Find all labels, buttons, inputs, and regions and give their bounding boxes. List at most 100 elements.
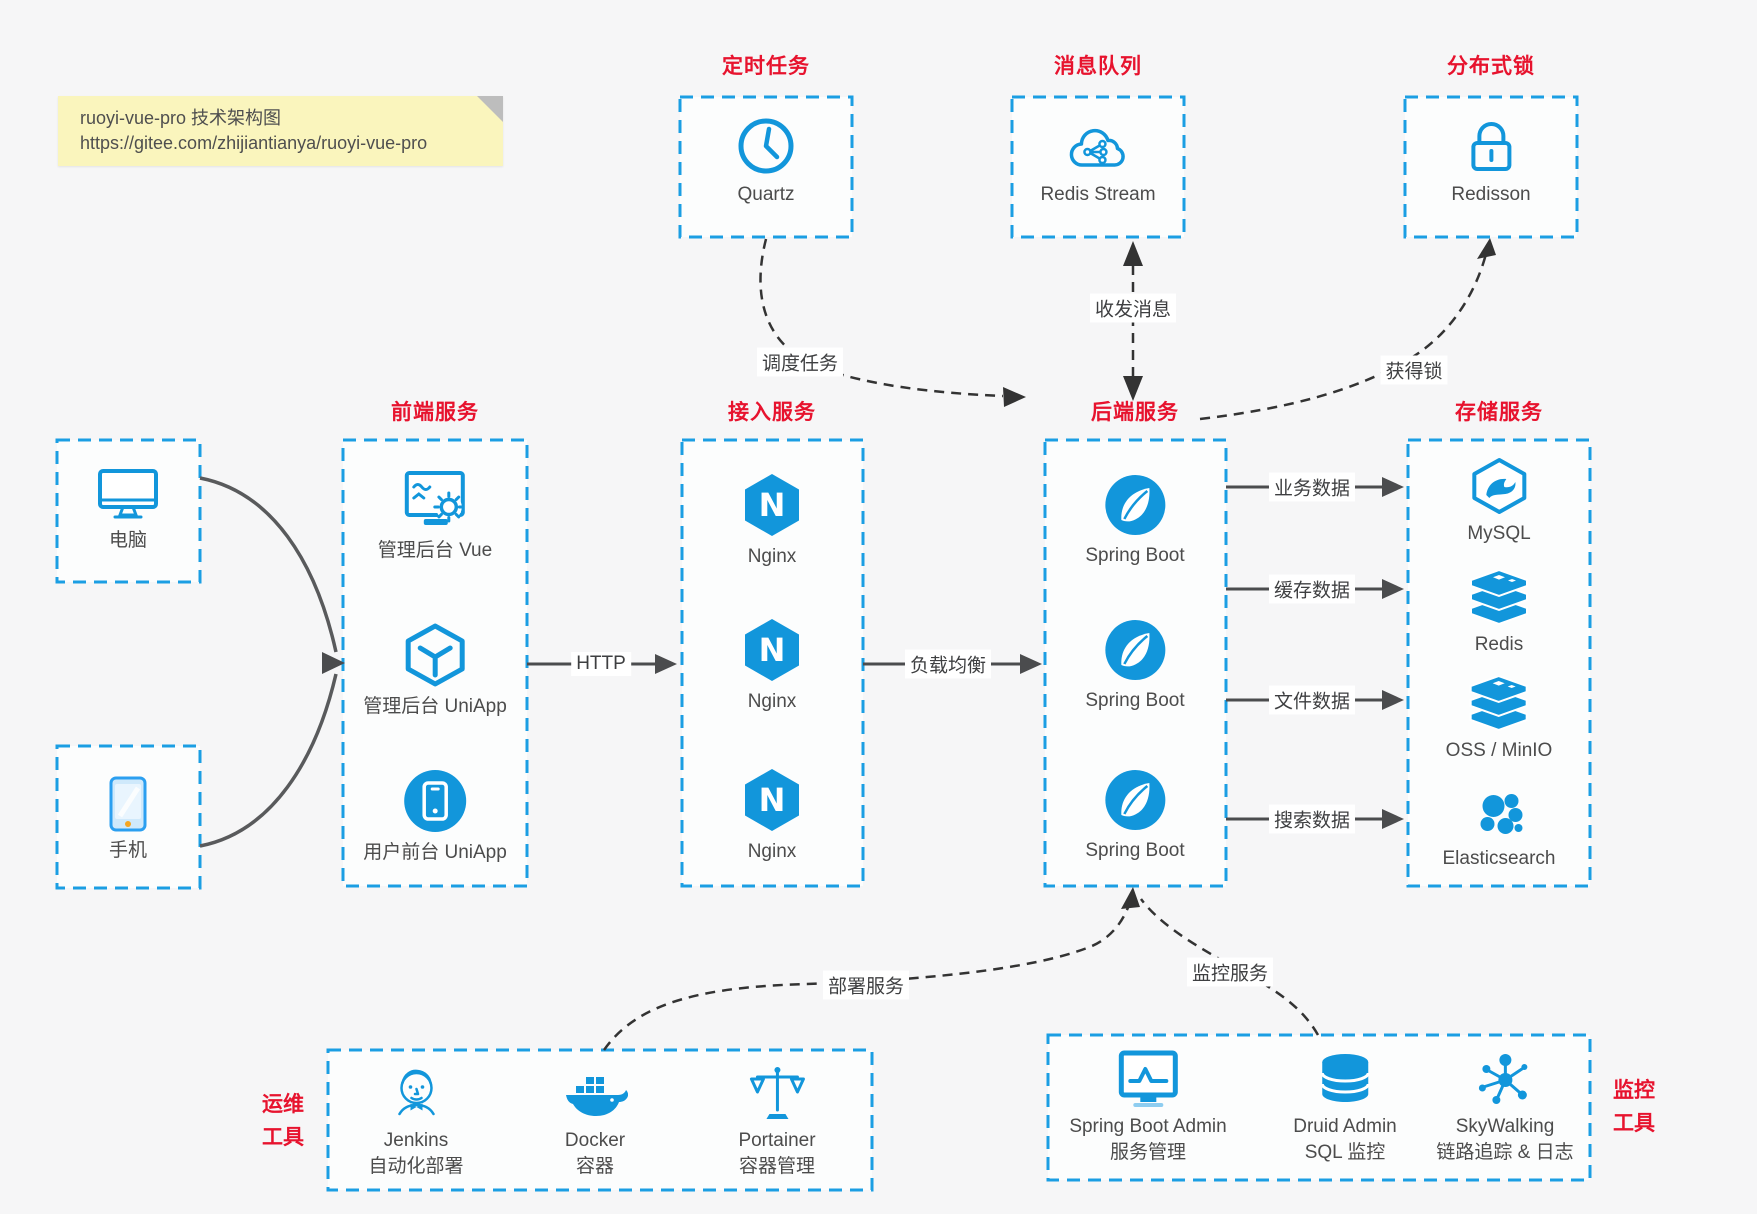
node-mysql: MySQL — [1467, 457, 1531, 547]
node-spring-boot-3: Spring Boot — [1085, 768, 1185, 864]
node-admin-vue: 管理后台 Vue — [378, 470, 492, 564]
title-storage-services: 存储服务 — [1455, 401, 1543, 424]
node-label: Redisson — [1451, 184, 1531, 205]
node-skywalking: SkyWalking 链路追踪 & 日志 — [1436, 1050, 1574, 1166]
edge-label-search-data: 搜索数据 — [1268, 804, 1356, 834]
monitor-tools-line2: 工具 — [1613, 1112, 1655, 1135]
cloud-share-icon — [1069, 128, 1125, 167]
lock-icon — [1471, 122, 1511, 171]
node-sublabel: 容器 — [575, 1156, 614, 1177]
node-label: Nginx — [747, 691, 797, 712]
ops-tools-line1: 运维 — [262, 1093, 304, 1116]
oss-icon — [1469, 676, 1528, 732]
node-label: Spring Boot Admin — [1069, 1116, 1227, 1137]
node-label: 用户前台 UniApp — [363, 842, 507, 863]
node-label: SkyWalking — [1455, 1116, 1555, 1137]
note-url: https://gitee.com/zhijiantianya/ruoyi-vu… — [80, 133, 428, 153]
node-label: Spring Boot — [1085, 840, 1185, 861]
druid-icon — [1320, 1054, 1370, 1102]
node-phone: 手机 — [108, 776, 148, 864]
edge-label-load-balance: 负载均衡 — [904, 649, 992, 679]
jenkins-icon — [397, 1069, 435, 1116]
spring-boot-icon — [1104, 770, 1165, 830]
node-label: MySQL — [1467, 523, 1531, 544]
node-jenkins: Jenkins 自动化部署 — [368, 1062, 464, 1180]
node-redisson: Redisson — [1451, 116, 1531, 208]
group-boxes — [55, 95, 1592, 1192]
node-label: Nginx — [747, 546, 797, 567]
sticky-note: ruoyi-vue-pro 技术架构图 https://gitee.com/zh… — [58, 96, 503, 166]
edge-label-file-data: 文件数据 — [1268, 685, 1356, 715]
title-message-queue: 消息队列 — [1054, 55, 1142, 78]
node-label: 手机 — [108, 840, 147, 861]
node-label: Jenkins — [383, 1130, 449, 1151]
node-portainer: Portainer 容器管理 — [738, 1064, 816, 1180]
node-label: Spring Boot — [1085, 545, 1185, 566]
node-computer: 电脑 — [97, 468, 159, 554]
node-redis: Redis — [1467, 570, 1531, 658]
svg-text:N: N — [759, 486, 786, 524]
node-sublabel: 服务管理 — [1109, 1142, 1186, 1163]
node-label: Portainer — [738, 1130, 816, 1151]
node-spring-boot-1: Spring Boot — [1085, 473, 1185, 569]
clock-icon — [738, 118, 794, 174]
svg-text:N: N — [759, 781, 786, 819]
storage-services-box — [1406, 438, 1592, 888]
monitor-service-arrow — [1139, 898, 1320, 1036]
mysql-icon — [1471, 458, 1526, 514]
skywalking-icon — [1478, 1054, 1527, 1104]
node-nginx-3: N Nginx — [741, 767, 803, 865]
note-fold-corner-icon — [477, 96, 503, 122]
node-sublabel: 容器管理 — [738, 1156, 816, 1177]
node-label: Druid Admin — [1293, 1116, 1397, 1137]
redis-icon — [1470, 570, 1528, 626]
client-arrows — [199, 476, 345, 848]
redis-stream-box — [1010, 95, 1186, 239]
node-spring-boot-2: Spring Boot — [1085, 618, 1185, 714]
edge-label-business-data: 业务数据 — [1268, 472, 1356, 502]
node-spring-boot-admin: Spring Boot Admin 服务管理 — [1069, 1050, 1227, 1166]
node-quartz: Quartz — [736, 116, 796, 208]
nginx-icon: N — [745, 619, 799, 681]
monitor-tools-line1: 监控 — [1613, 1079, 1655, 1102]
node-oss-minio: OSS / MinIO — [1445, 676, 1553, 764]
uniapp-cube-icon — [405, 623, 465, 687]
schedule-task-arrow — [759, 238, 1026, 407]
title-monitor-tools: 监控 工具 — [1613, 1074, 1655, 1140]
node-label: OSS / MinIO — [1445, 740, 1553, 761]
title-backend-services: 后端服务 — [1091, 401, 1179, 424]
edge-label-http: HTTP — [571, 652, 631, 676]
node-nginx-1: N Nginx — [741, 472, 803, 570]
admin-vue-icon — [404, 471, 465, 525]
node-elasticsearch: Elasticsearch — [1443, 788, 1556, 872]
node-label: Redis Stream — [1040, 184, 1156, 205]
docker-icon — [566, 1077, 628, 1116]
nginx-icon: N — [745, 769, 799, 831]
edge-label-cache-data: 缓存数据 — [1268, 574, 1356, 604]
node-sublabel: 链路追踪 & 日志 — [1436, 1142, 1574, 1163]
portainer-icon — [749, 1067, 805, 1119]
node-label: Spring Boot — [1085, 690, 1185, 711]
spring-boot-icon — [1104, 620, 1165, 680]
node-redis-stream: Redis Stream — [1040, 120, 1156, 208]
acquire-lock-arrow — [1199, 238, 1496, 421]
user-app-icon — [403, 770, 466, 832]
note-title: ruoyi-vue-pro 技术架构图 — [80, 108, 282, 128]
title-distributed-lock: 分布式锁 — [1447, 55, 1535, 78]
spring-boot-admin-icon — [1118, 1050, 1178, 1107]
node-label: 电脑 — [108, 530, 147, 551]
node-label: 管理后台 UniApp — [363, 696, 507, 717]
deploy-service-arrow — [602, 887, 1140, 1051]
node-docker: Docker 容器 — [562, 1072, 628, 1180]
node-label: Elasticsearch — [1442, 848, 1556, 869]
node-sublabel: SQL 监控 — [1304, 1142, 1386, 1163]
edge-label-acquire-lock: 获得锁 — [1380, 355, 1448, 385]
node-label: Docker — [564, 1130, 626, 1151]
node-sublabel: 自动化部署 — [368, 1156, 464, 1177]
title-frontend-services: 前端服务 — [391, 401, 479, 424]
title-ops-tools: 运维 工具 — [262, 1088, 304, 1154]
phone-icon — [109, 776, 147, 832]
elasticsearch-icon — [1480, 794, 1522, 834]
node-admin-uniapp: 管理后台 UniApp — [363, 622, 507, 720]
